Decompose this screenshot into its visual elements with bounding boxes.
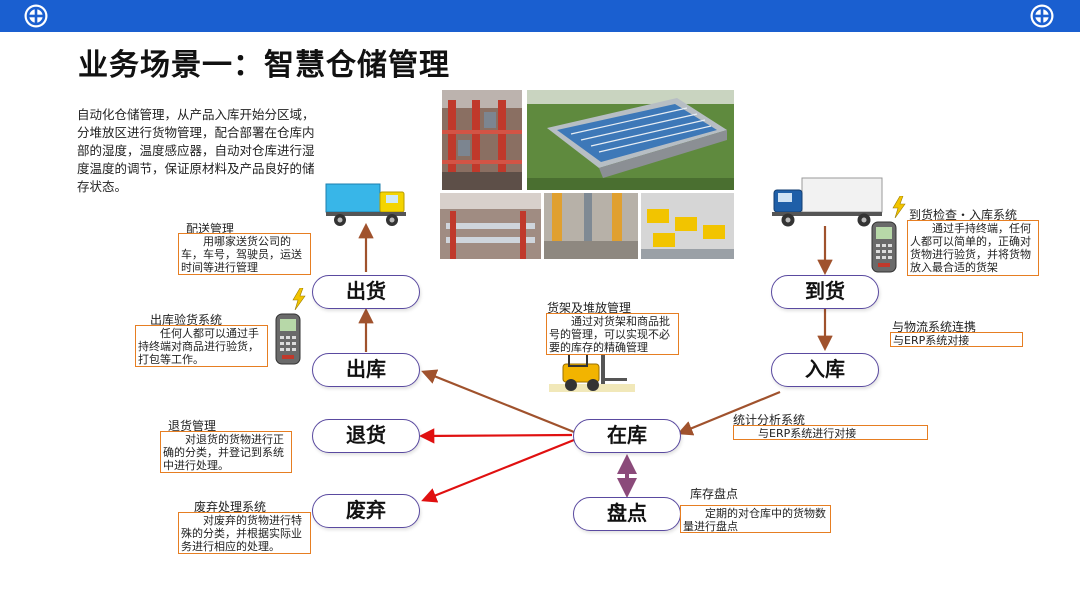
- intro-paragraph: 自动化仓储管理，从产品入库开始分区域，分堆放区进行货物管理，配合部署在仓库内部的…: [77, 107, 315, 194]
- forklift-icon: [549, 352, 635, 392]
- panel-title-pandian: 库存盘点: [690, 487, 739, 501]
- node-tuihuo: 退货: [312, 419, 420, 453]
- panel-text-wuliu: 与ERP系统对接: [893, 334, 970, 347]
- stacker-photo: [544, 193, 638, 259]
- panel-title-tongji: 统计分析系统: [733, 413, 806, 427]
- arrow-ruku-to-zaiku: [677, 390, 781, 436]
- panel-box-wuliu: 与ERP系统对接: [890, 332, 1023, 347]
- panel-box-pandian: 定期的对仓库中的货物数量进行盘点: [680, 505, 831, 533]
- panel-box-feiqi: 对废弃的货物进行特殊的分类，并根据实际业务进行相应的处理。: [178, 512, 311, 554]
- signal-bolt-icon: [292, 288, 306, 310]
- arrow-zaiku-to-tuihuo: [418, 428, 573, 444]
- bins-photo: [641, 193, 734, 259]
- panel-box-chukuyanhuo: 任何人都可以通过手持终端对商品进行验货，打包等工作。: [135, 325, 268, 367]
- handheld-terminal-icon: [275, 313, 301, 365]
- panel-title-peisong: 配送管理: [186, 222, 235, 236]
- panel-text-tongji: 与ERP系统进行对接: [758, 427, 857, 440]
- panel-title-chukuyanhuo: 出库验货系统: [150, 313, 223, 327]
- panel-box-tuihuo: 对退货的货物进行正确的分类，并登记到系统中进行处理。: [160, 431, 292, 473]
- page-title: 业务场景一：智慧仓储管理: [78, 48, 450, 83]
- node-feiqi: 废弃: [312, 494, 420, 528]
- panel-title-daohuo: 到货检查・入库系统: [909, 208, 1018, 222]
- panel-title-feiqi: 废弃处理系统: [194, 500, 267, 514]
- node-daohuo: 到货: [771, 275, 879, 309]
- handheld-terminal-icon: [871, 221, 897, 273]
- panel-title-huojia: 货架及堆放管理: [547, 301, 632, 315]
- top-bar: [0, 0, 1080, 32]
- panel-title-wuliu: 与物流系统连携: [892, 320, 977, 334]
- panel-text-feiqi: 对废弃的货物进行特殊的分类，并根据实际业务进行相应的处理。: [181, 514, 302, 553]
- conveyor-photo: [440, 193, 541, 259]
- node-chuhuo: 出货: [312, 275, 420, 309]
- panel-text-peisong: 用哪家送货公司的车，车号，驾驶员，运送时间等进行管理: [181, 235, 302, 274]
- arrow-zaiku-to-chuku: [421, 369, 575, 434]
- panel-text-huojia: 通过对货架和商品批号的管理，可以实现不必要的库存的精确管理: [549, 315, 670, 354]
- node-ruku: 入库: [771, 353, 879, 387]
- warehouse-aerial-render: [527, 90, 734, 190]
- panel-title-tuihuo: 退货管理: [168, 419, 217, 433]
- panel-text-tuihuo: 对退货的货物进行正确的分类，并登记到系统中进行处理。: [163, 433, 284, 472]
- arrow-zaiku-to-feiqi: [421, 438, 575, 503]
- delivery-truck-icon: [772, 177, 883, 227]
- panel-box-huojia: 通过对货架和商品批号的管理，可以实现不必要的库存的精确管理: [546, 313, 679, 355]
- panel-box-peisong: 用哪家送货公司的车，车号，驾驶员，运送时间等进行管理: [178, 233, 311, 275]
- signal-bolt-icon: [892, 196, 906, 218]
- node-chuku: 出库: [312, 353, 420, 387]
- node-zaiku: 在库: [573, 419, 681, 453]
- globe-logo-icon: [24, 4, 48, 28]
- panel-text-daohuo: 通过手持终端，任何人都可以简单的，正确对货物进行验货，并将货物放入最合适的货架: [910, 222, 1031, 274]
- globe-logo-icon: [1030, 4, 1054, 28]
- delivery-truck-icon: [325, 183, 406, 226]
- panel-text-pandian: 定期的对仓库中的货物数量进行盘点: [683, 507, 826, 533]
- panel-box-daohuo: 通过手持终端，任何人都可以简单的，正确对货物进行验货，并将货物放入最合适的货架: [907, 220, 1039, 276]
- warehouse-rack-photo: [442, 90, 522, 190]
- node-pandian: 盘点: [573, 497, 681, 531]
- panel-text-chukuyanhuo: 任何人都可以通过手持终端对商品进行验货，打包等工作。: [138, 327, 259, 366]
- panel-box-tongji: 与ERP系统进行对接: [733, 425, 928, 440]
